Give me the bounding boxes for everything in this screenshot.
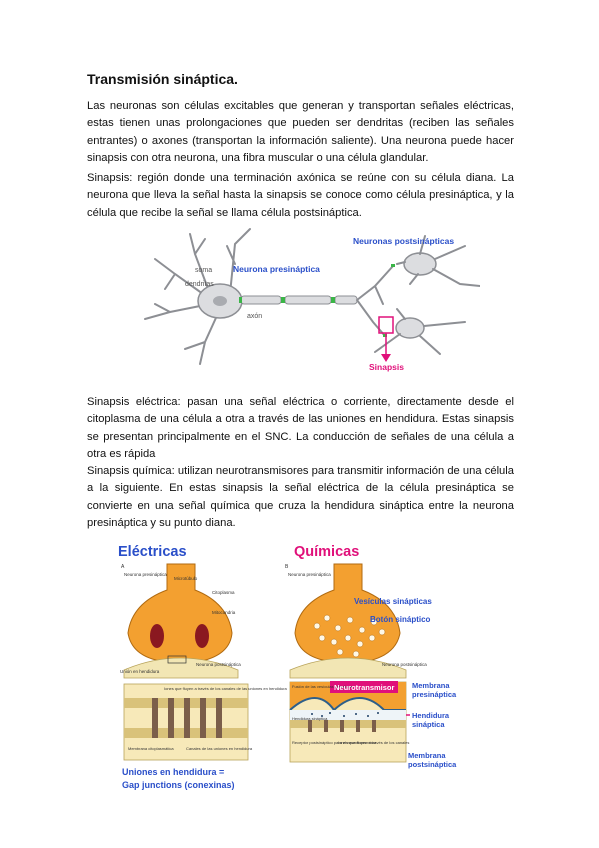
label-dendritas: dendritas: [185, 281, 214, 288]
svg-text:Canales de las uniones en hend: Canales de las uniones en hendidura: [186, 746, 253, 751]
heading-quimicas: Químicas: [294, 544, 359, 560]
svg-text:Mitocondria: Mitocondria: [212, 610, 236, 615]
svg-text:postsináptica: postsináptica: [408, 760, 457, 769]
svg-text:Microtúbulo: Microtúbulo: [174, 576, 198, 581]
svg-text:Neurona postsináptica: Neurona postsináptica: [196, 662, 241, 667]
svg-text:Membrana: Membrana: [412, 681, 450, 690]
chemical-terminal: [289, 563, 407, 679]
svg-text:Unión en hendidura: Unión en hendidura: [120, 669, 160, 674]
page-title: Transmisión sináptica.: [87, 71, 238, 87]
gap-junction-detail: [123, 683, 249, 761]
svg-text:Iones que fluyen a través de l: Iones que fluyen a través de los canales…: [164, 686, 288, 691]
neuron-diagram: soma dendritas axón Neurona presináptica…: [144, 228, 480, 372]
svg-text:Iones que fluyen a través de l: Iones que fluyen a través de los canales: [338, 740, 409, 745]
electrical-terminal: [123, 563, 239, 679]
svg-text:A: A: [121, 564, 125, 570]
heading-electricas: Eléctricas: [118, 544, 187, 560]
svg-text:Citoplasma: Citoplasma: [212, 590, 235, 595]
label-neurona-presinaptica: Neurona presináptica: [233, 264, 320, 274]
paragraph-sinapsis-electrica: Sinapsis eléctrica: pasan una señal eléc…: [87, 396, 514, 461]
label-neuronas-postsinapticas: Neuronas postsinápticas: [353, 236, 454, 246]
label-soma: soma: [195, 267, 212, 274]
svg-text:Neurona presináptica: Neurona presináptica: [124, 572, 167, 577]
label-axon: axón: [247, 313, 262, 320]
svg-text:presináptica: presináptica: [412, 690, 457, 699]
paragraph-intro: Las neuronas son células excitables que …: [87, 100, 514, 165]
svg-text:Hendidura: Hendidura: [412, 711, 450, 720]
synapse-comparison-diagram: Eléctricas Químicas A B Neurona presináp…: [118, 544, 457, 790]
svg-text:Hendidura sináptica: Hendidura sináptica: [292, 716, 328, 721]
paragraph-sinapsis-quimica: Sinapsis química: utilizan neurotransmis…: [87, 465, 514, 530]
svg-text:Neurona postsináptica: Neurona postsináptica: [382, 662, 427, 667]
label-neurotransmisor: Neurotransmisor: [334, 683, 395, 692]
svg-text:Fusión de las vesículas sinápt: Fusión de las vesículas sinápticas: [292, 684, 352, 689]
svg-text:sináptica: sináptica: [412, 720, 445, 729]
label-vesiculas-sinapticas: Vesículas sinápticas: [354, 597, 432, 606]
paragraph-sinapsis: Sinapsis: región donde una terminación a…: [87, 172, 514, 219]
label-boton-sinaptico: Botón sináptico: [370, 615, 431, 624]
label-uniones-en-hendidura: Uniones en hendidura =: [122, 767, 224, 777]
svg-text:Membrana: Membrana: [408, 751, 446, 760]
svg-text:Neurona presináptica: Neurona presináptica: [288, 572, 331, 577]
label-gap-junctions: Gap junctions (conexinas): [122, 780, 235, 790]
chemical-synapse-detail: [289, 681, 407, 763]
svg-text:Receptor postsináptico para el: Receptor postsináptico para el neurotran…: [292, 740, 377, 745]
label-sinapsis: Sinapsis: [369, 362, 404, 372]
svg-text:Membrana citoplasmática: Membrana citoplasmática: [128, 746, 174, 751]
svg-text:B: B: [285, 564, 289, 570]
